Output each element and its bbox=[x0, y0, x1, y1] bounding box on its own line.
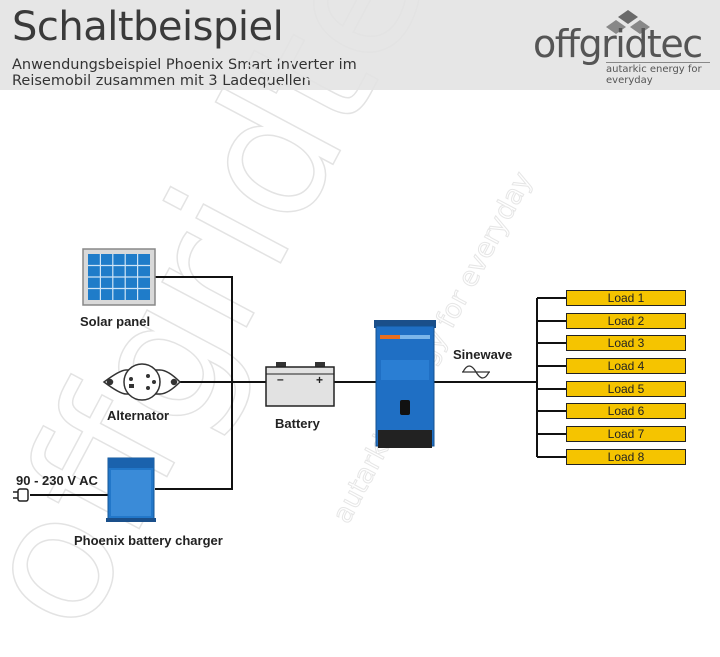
label-alternator: Alternator bbox=[107, 408, 170, 423]
load-box-6: Load 6 bbox=[566, 403, 686, 419]
ac-plug-icon bbox=[13, 488, 29, 502]
label-battery: Battery bbox=[275, 416, 320, 431]
subtitle-line-1: Anwendungsbeispiel Phoenix Smart Inverte… bbox=[12, 57, 357, 73]
inverter-icon bbox=[374, 320, 436, 448]
battery-charger-icon bbox=[106, 457, 156, 522]
logo-underline bbox=[606, 62, 710, 63]
svg-text:+: + bbox=[316, 373, 323, 387]
header-banner: Schaltbeispiel Anwendungsbeispiel Phoeni… bbox=[0, 0, 720, 90]
logo-tagline: autarkic energy for everyday bbox=[606, 64, 702, 86]
load-box-3: Load 3 bbox=[566, 335, 686, 351]
label-solar-panel: Solar panel bbox=[80, 314, 151, 329]
logo-diamond-icon bbox=[606, 10, 650, 34]
load-box-2: Load 2 bbox=[566, 313, 686, 329]
solar-panel-icon bbox=[82, 248, 156, 306]
subtitle-line-2: Reisemobil zusammen mit 3 Ladequellen bbox=[12, 73, 311, 89]
alternator-icon bbox=[102, 363, 182, 401]
svg-text:–: – bbox=[277, 372, 284, 386]
label-battery-charger: Phoenix battery charger bbox=[74, 533, 223, 548]
logo-brand-text: offgridtec bbox=[533, 22, 703, 66]
page-subtitle: Anwendungsbeispiel Phoenix Smart Inverte… bbox=[12, 57, 357, 89]
page-title: Schaltbeispiel bbox=[12, 4, 284, 50]
battery-icon: – + bbox=[265, 362, 335, 407]
label-sinewave: Sinewave bbox=[453, 347, 513, 362]
wires bbox=[30, 276, 566, 496]
sinewave-icon bbox=[462, 365, 490, 379]
label-ac-input: 90 - 230 V AC bbox=[16, 473, 98, 488]
load-box-5: Load 5 bbox=[566, 381, 686, 397]
load-box-8: Load 8 bbox=[566, 449, 686, 465]
load-box-4: Load 4 bbox=[566, 358, 686, 374]
load-box-1: Load 1 bbox=[566, 290, 686, 306]
load-box-7: Load 7 bbox=[566, 426, 686, 442]
